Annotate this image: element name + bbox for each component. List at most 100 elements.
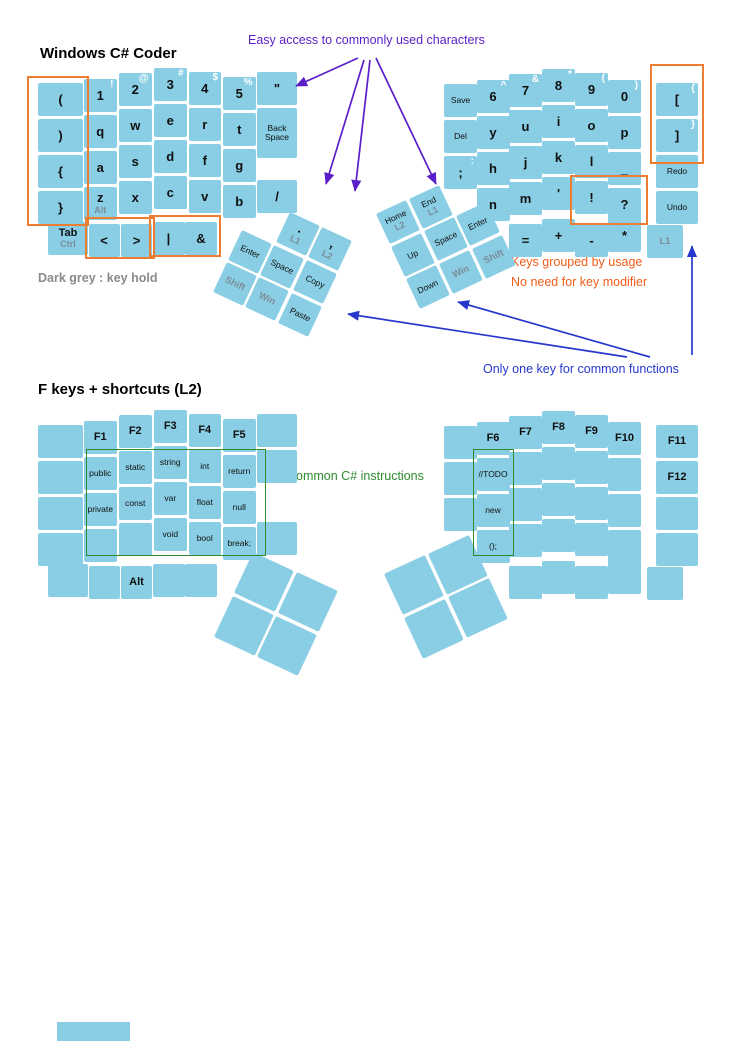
key-string: string xyxy=(154,446,187,479)
key-paren-open: ( xyxy=(38,83,83,116)
key-blank xyxy=(542,561,575,594)
key-blank xyxy=(88,566,120,599)
key-f5: F5 xyxy=(223,419,256,452)
annotation-keys-grouped: Keys grouped by usage xyxy=(511,255,643,269)
key-b: b xyxy=(223,185,256,218)
key-f7: F7 xyxy=(509,416,542,449)
key-blank xyxy=(152,564,185,597)
key-l1: L1 xyxy=(647,225,683,258)
key-q: q xyxy=(84,115,117,148)
key-blank xyxy=(444,498,477,531)
key-5: %5 xyxy=(223,77,256,110)
key-blank xyxy=(647,567,683,600)
layer1-title: Windows C# Coder xyxy=(40,45,177,62)
key-6: ^6 xyxy=(476,80,510,113)
annotation-key-hold-note: Dark grey : key hold xyxy=(38,271,158,285)
key-alt: Alt xyxy=(121,566,152,599)
key-brace-open: { xyxy=(38,155,83,188)
key-x: x xyxy=(119,181,152,214)
key-break: break; xyxy=(223,527,256,560)
group-box-parens xyxy=(27,76,89,226)
key-blank xyxy=(656,497,698,530)
key-f3: F3 xyxy=(154,410,187,443)
key-blank xyxy=(257,450,297,483)
key-blank xyxy=(444,462,477,495)
key-s: s xyxy=(119,145,152,178)
group-box-angle-brackets xyxy=(85,217,155,259)
key-todo-comment: //TODO xyxy=(476,458,510,491)
key-apostrophe: ' xyxy=(542,177,575,210)
key-less-than: < xyxy=(88,224,120,257)
key-call-parens: (); xyxy=(476,530,510,563)
key-d: d xyxy=(154,140,187,173)
annotation-no-modifier: No need for key modifier xyxy=(511,275,648,289)
key-new: new xyxy=(476,494,510,527)
key-quote: " xyxy=(257,72,297,105)
key-v: v xyxy=(188,180,221,213)
key-del: Del xyxy=(444,120,477,153)
key-private: private xyxy=(84,493,117,526)
key-blank xyxy=(38,425,83,458)
key-e: e xyxy=(154,104,187,137)
key-l: l xyxy=(575,145,608,178)
key-paren-close: ) xyxy=(38,119,83,152)
key-int: int xyxy=(188,450,221,483)
key-t: t xyxy=(223,113,256,146)
key-question: ? xyxy=(608,188,641,221)
key-minus: - xyxy=(575,224,608,257)
key-f11: F11 xyxy=(656,425,698,458)
key-null: null xyxy=(223,491,256,524)
key-return: return xyxy=(223,455,256,488)
key-3: #3 xyxy=(154,68,187,101)
key-1: !1 xyxy=(84,79,117,112)
key-blank xyxy=(38,533,83,566)
key-blank xyxy=(542,483,575,516)
key-blank xyxy=(608,494,641,527)
key-blank xyxy=(444,426,477,459)
key-h: h xyxy=(476,152,510,185)
annotation-easy-access: Easy access to commonly used characters xyxy=(248,33,485,47)
key-f2: F2 xyxy=(119,415,152,448)
key-void: void xyxy=(154,518,187,551)
key-blank xyxy=(656,533,698,566)
key-0: )0 xyxy=(608,80,641,113)
key-bool: bool xyxy=(188,522,221,555)
group-box-pipe-ampersand xyxy=(149,215,221,257)
key-slash: / xyxy=(257,180,297,213)
key-equals: = xyxy=(509,224,542,257)
key-c: c xyxy=(154,176,187,209)
key-blank xyxy=(509,566,542,599)
annotation-one-key: Only one key for common functions xyxy=(483,362,679,376)
key-w: w xyxy=(119,109,152,142)
key-a: a xyxy=(84,151,117,184)
annotation-common-csharp: Common C# instructions xyxy=(287,469,424,483)
key-f1: F1 xyxy=(84,421,117,454)
key-blank xyxy=(608,561,641,594)
key-float: float xyxy=(188,486,221,519)
key-y: y xyxy=(476,116,510,149)
key-undo: Undo xyxy=(656,191,698,224)
key-f8: F8 xyxy=(542,411,575,444)
group-box-punctuation xyxy=(570,175,648,225)
key-f10: F10 xyxy=(608,422,641,455)
key-blank xyxy=(509,452,542,485)
key-save: Save xyxy=(444,84,477,117)
key-4: $4 xyxy=(188,72,221,105)
key-o: o xyxy=(575,109,608,142)
key-underscore: _ xyxy=(608,152,641,185)
key-f4: F4 xyxy=(188,414,221,447)
key-k: k xyxy=(542,141,575,174)
group-box-square-brackets xyxy=(650,64,704,164)
key-blank xyxy=(575,566,608,599)
key-blank xyxy=(38,461,83,494)
key-blank xyxy=(575,523,608,556)
key-blank xyxy=(509,524,542,557)
key-blank xyxy=(608,530,641,563)
key-blank xyxy=(185,564,217,597)
key-p: p xyxy=(608,116,641,149)
key-symbol: }] xyxy=(656,119,698,152)
key-blank xyxy=(48,564,88,597)
key-9: (9 xyxy=(575,73,608,106)
